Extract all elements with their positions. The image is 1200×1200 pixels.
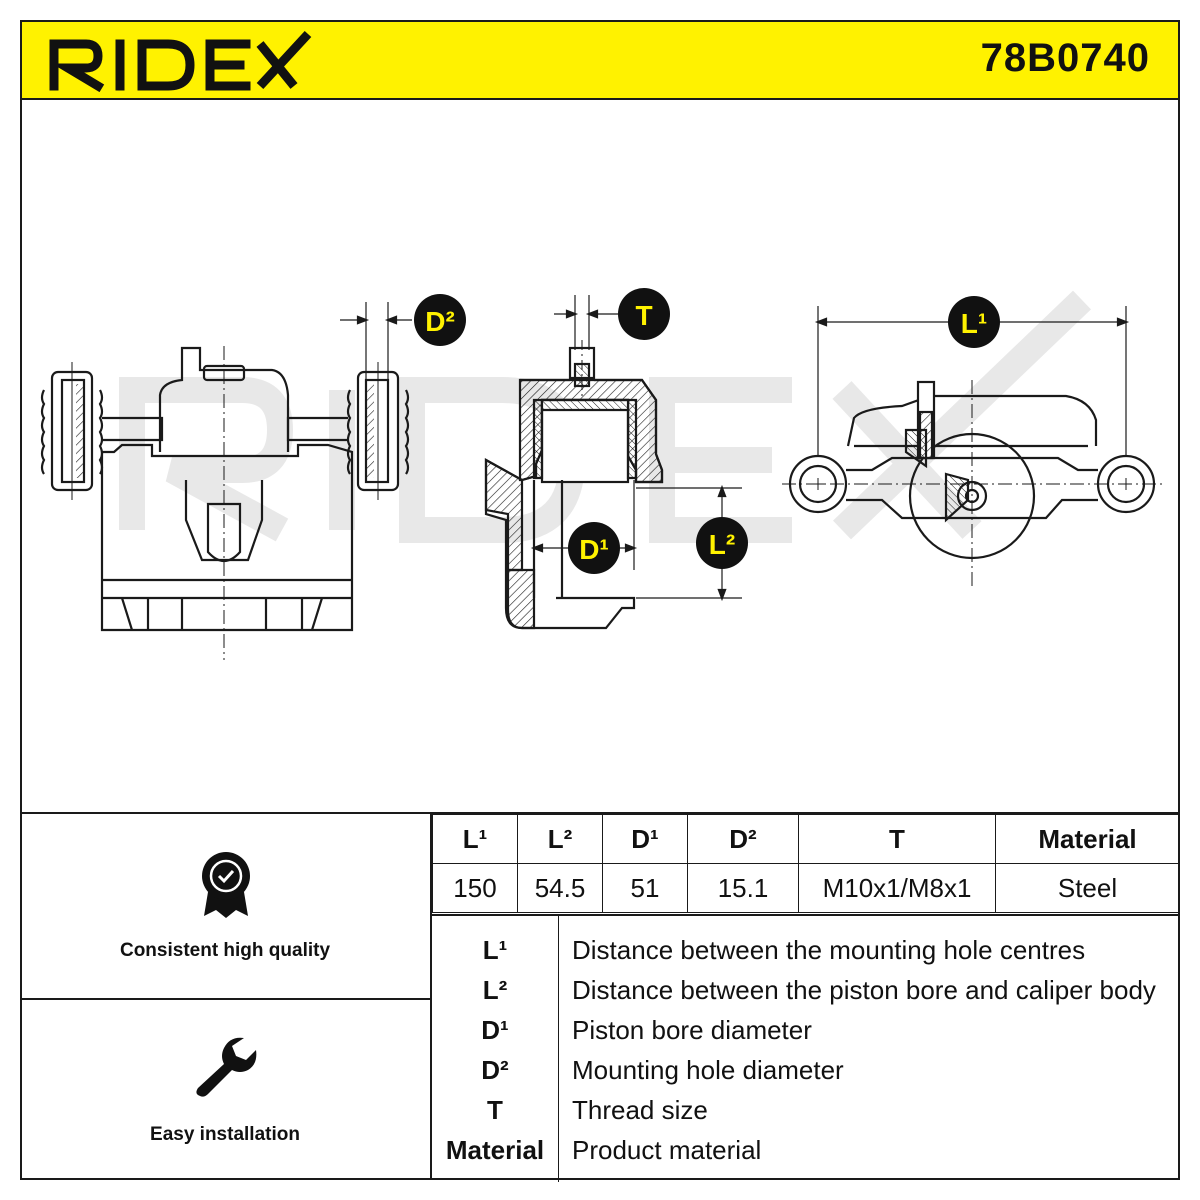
legend-symbol: D² (481, 1055, 509, 1085)
spec-value-d1: 51 (602, 863, 688, 913)
legend-symbol: L² (482, 975, 508, 1005)
spec-value-material: Steel (995, 863, 1180, 913)
caliper-side-view (782, 306, 1162, 588)
spec-value-t: M10x1/M8x1 (798, 863, 996, 913)
caliper-front-view (40, 346, 410, 660)
feature-quality-label: Consistent high quality (119, 940, 331, 961)
legend-description: Thread size (572, 1095, 708, 1125)
panel-divider (430, 814, 432, 1180)
spec-header-material: Material (995, 814, 1180, 864)
quality-badge-icon (202, 852, 250, 918)
d2-dimension (340, 302, 412, 380)
spec-header-d1: D¹ (602, 814, 688, 864)
caliper-section-view (484, 295, 742, 630)
badge-d2: D² (414, 294, 466, 346)
wrench-icon (196, 1037, 257, 1097)
legend-description: Distance between the mounting hole centr… (572, 935, 1086, 965)
caliper-technical-drawing: D² T L¹ D¹ L² (40, 288, 1162, 660)
badge-d1: D¹ (568, 522, 620, 574)
legend-row: D¹ Piston bore diameter (432, 1010, 1180, 1050)
feature-installation-label: Easy installation (150, 1124, 300, 1145)
spec-header-l1: L¹ (432, 814, 518, 864)
legend-description: Distance between the piston bore and cal… (572, 975, 1156, 1005)
spec-header-d2: D² (687, 814, 799, 864)
legend-symbol: Material (445, 1135, 545, 1165)
spec-header-t: T (798, 814, 996, 864)
badge-l2: L² (696, 517, 748, 569)
legend-symbol: D¹ (481, 1015, 509, 1045)
ridex-logo (49, 30, 312, 93)
legend-row: Material Product material (432, 1130, 1180, 1170)
spec-value-l1: 150 (432, 863, 518, 913)
badge-l1-label: L¹ (961, 308, 987, 339)
legend: L¹ Distance between the mounting hole ce… (432, 914, 1180, 1182)
legend-symbol: T (487, 1095, 503, 1125)
spec-table: L¹ L² D¹ D² T Material 150 54.5 51 15.1 … (432, 814, 1180, 913)
legend-row: D² Mounting hole diameter (432, 1050, 1180, 1090)
legend-description: Mounting hole diameter (572, 1055, 844, 1085)
badge-d1-label: D¹ (579, 534, 609, 565)
header-bar: 78B0740 (20, 20, 1180, 100)
legend-row: L² Distance between the piston bore and … (432, 970, 1180, 1010)
legend-row: T Thread size (432, 1090, 1180, 1130)
badge-t: T (618, 288, 670, 340)
spec-value-d2: 15.1 (687, 863, 799, 913)
badge-d2-label: D² (425, 306, 455, 337)
spec-table-header-row: L¹ L² D¹ D² T Material (432, 814, 1180, 864)
legend-symbol: L¹ (482, 935, 508, 965)
legend-description: Product material (572, 1135, 762, 1165)
spec-table-value-row: 150 54.5 51 15.1 M10x1/M8x1 Steel (432, 863, 1180, 913)
info-panel: Consistent high quality Easy installatio… (20, 812, 1180, 1182)
feature-divider (20, 998, 430, 1000)
badge-l2-label: L² (709, 529, 735, 560)
legend-divider (558, 916, 559, 1182)
legend-description: Piston bore diameter (572, 1015, 812, 1045)
badge-t-label: T (635, 300, 652, 331)
legend-row: L¹ Distance between the mounting hole ce… (432, 930, 1180, 970)
spec-value-l2: 54.5 (517, 863, 603, 913)
part-number: 78B0740 (980, 36, 1150, 80)
badge-l1: L¹ (948, 296, 1000, 348)
spec-header-l2: L² (517, 814, 603, 864)
